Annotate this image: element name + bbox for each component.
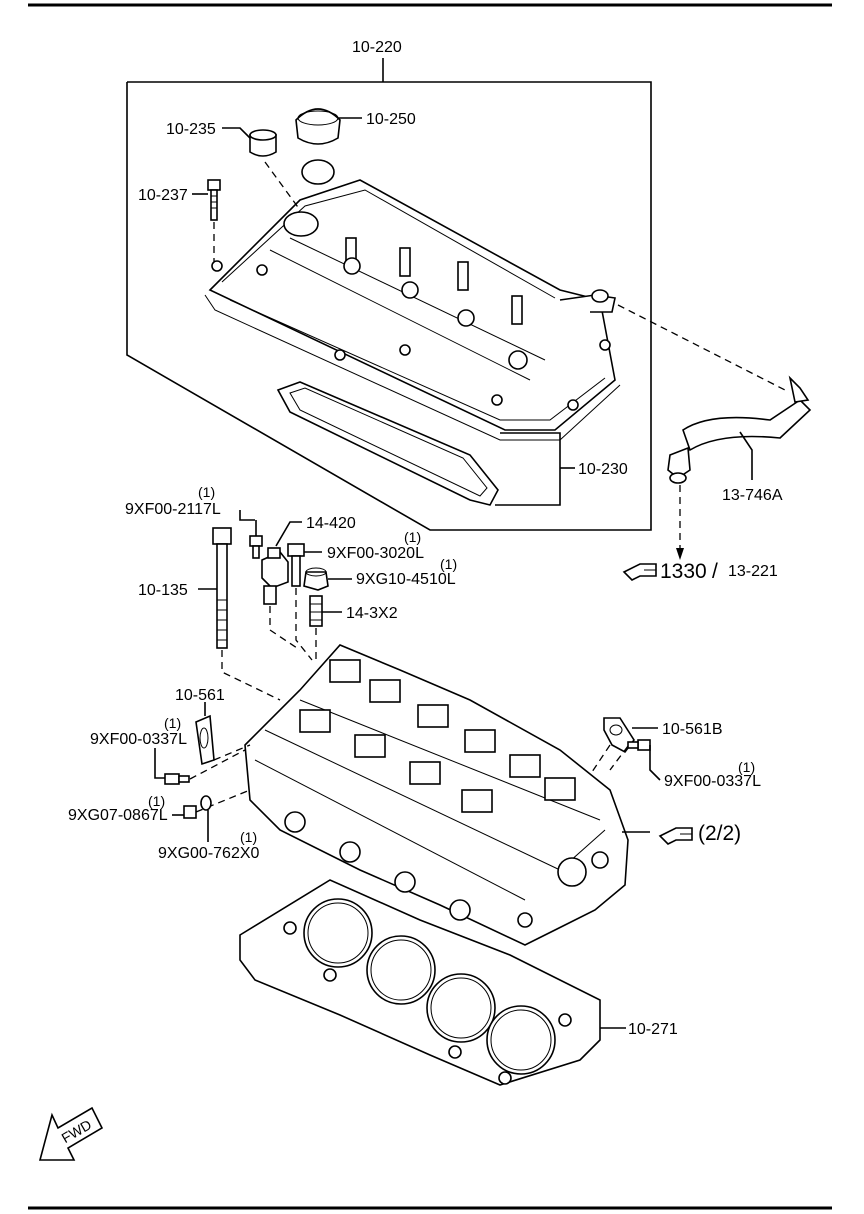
- washer-762: [200, 795, 212, 811]
- vent-hose: [617, 304, 812, 560]
- label-10-250: 10-250: [366, 111, 416, 128]
- camshaft-sensor: [261, 547, 289, 605]
- label-10-135: 10-135: [138, 582, 188, 599]
- label-10-561: 10-561: [175, 687, 225, 704]
- fwd-arrow-icon: [38, 1106, 104, 1161]
- ref-divider: /: [712, 560, 718, 583]
- qty-0867: (1): [148, 793, 165, 809]
- plug-0867: [183, 805, 197, 819]
- qty-4510: (1): [440, 556, 457, 572]
- head-bolt: [212, 527, 232, 649]
- oil-cap-seal: [249, 134, 277, 157]
- label-9XG10-4510L: 9XG10-4510L: [356, 571, 456, 588]
- label-9XF00-0337L-left: 9XF00-0337L: [90, 731, 187, 748]
- ref-part-2-2: (2/2): [698, 822, 741, 845]
- label-10-235: 10-235: [166, 121, 216, 138]
- qty-3020: (1): [404, 529, 421, 545]
- label-10-561B: 10-561B: [662, 721, 723, 738]
- ref-page-1330: 1330: [660, 560, 707, 583]
- cover-bolt: [207, 179, 221, 221]
- label-10-230: 10-230: [578, 461, 628, 478]
- head-gasket: [239, 879, 601, 1086]
- label-9XF00-3020L: 9XF00-3020L: [327, 545, 424, 562]
- cover-assembly-group: [126, 58, 652, 531]
- bolt-3020: [287, 543, 305, 587]
- label-9XG07-0867L: 9XG07-0867L: [68, 807, 168, 824]
- qty-0337-right: (1): [738, 759, 755, 775]
- label-10-220: 10-220: [352, 39, 402, 56]
- qty-762: (1): [240, 829, 257, 845]
- label-14-420: 14-420: [306, 515, 356, 532]
- oil-filler-cap: [295, 108, 341, 145]
- qty-2117: (1): [198, 484, 215, 500]
- plug-14-3X2: [309, 595, 323, 627]
- label-9XF00-2117L: 9XF00-2117L: [125, 501, 221, 518]
- ref-section-13-221: 13-221: [728, 563, 778, 580]
- label-9XF00-0337L-right: 9XF00-0337L: [664, 773, 761, 790]
- label-13-746A: 13-746A: [722, 487, 783, 504]
- pointing-hand-icon: [658, 827, 693, 845]
- pointing-hand-icon: [622, 563, 657, 581]
- nut-4510: [303, 571, 329, 591]
- cover-gasket: [276, 381, 499, 506]
- engine-hanger-left: [195, 714, 215, 766]
- label-14-3X2: 14-3X2: [346, 605, 398, 622]
- label-10-271: 10-271: [628, 1021, 678, 1038]
- label-9XG00-762X0: 9XG00-762X0: [158, 845, 260, 862]
- label-10-237: 10-237: [138, 187, 188, 204]
- qty-0337-left: (1): [164, 715, 181, 731]
- cylinder-head: [244, 644, 629, 946]
